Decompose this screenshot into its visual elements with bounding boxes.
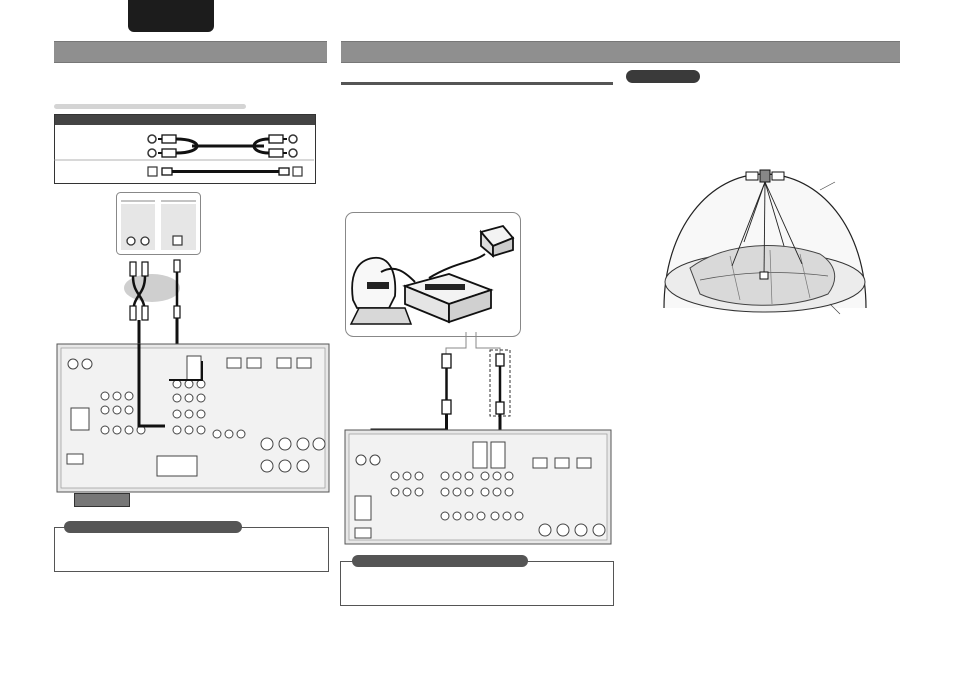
- right-section-bar: [341, 41, 900, 63]
- satellite-coverage-illustration: [663, 169, 867, 315]
- note-box-left: [54, 527, 329, 572]
- note-box-middle-header: [352, 555, 528, 567]
- receiver-foot: [74, 493, 130, 507]
- language-tab[interactable]: [128, 0, 214, 32]
- receiver-rear-panel-middle: [344, 429, 612, 545]
- receiver-icon: [402, 273, 494, 324]
- satellite-icon: [745, 169, 785, 183]
- cable-table-header: [55, 115, 315, 125]
- note-box-left-header: [64, 521, 242, 533]
- antenna-setup: [345, 212, 521, 337]
- source-device: [116, 192, 201, 255]
- left-section-bar: [54, 41, 327, 63]
- receiver-rear-panel-left: [56, 343, 330, 493]
- rca-jacks-left: [147, 134, 177, 158]
- note-box-middle: [340, 561, 614, 606]
- cable-table-drawing: [54, 134, 314, 177]
- subsection-rule: [341, 82, 613, 85]
- ac-adapter-icon: [479, 224, 515, 258]
- left-subheading-rule: [54, 104, 246, 109]
- right-heading-pill: [626, 70, 700, 83]
- rca-jacks-right: [268, 134, 298, 158]
